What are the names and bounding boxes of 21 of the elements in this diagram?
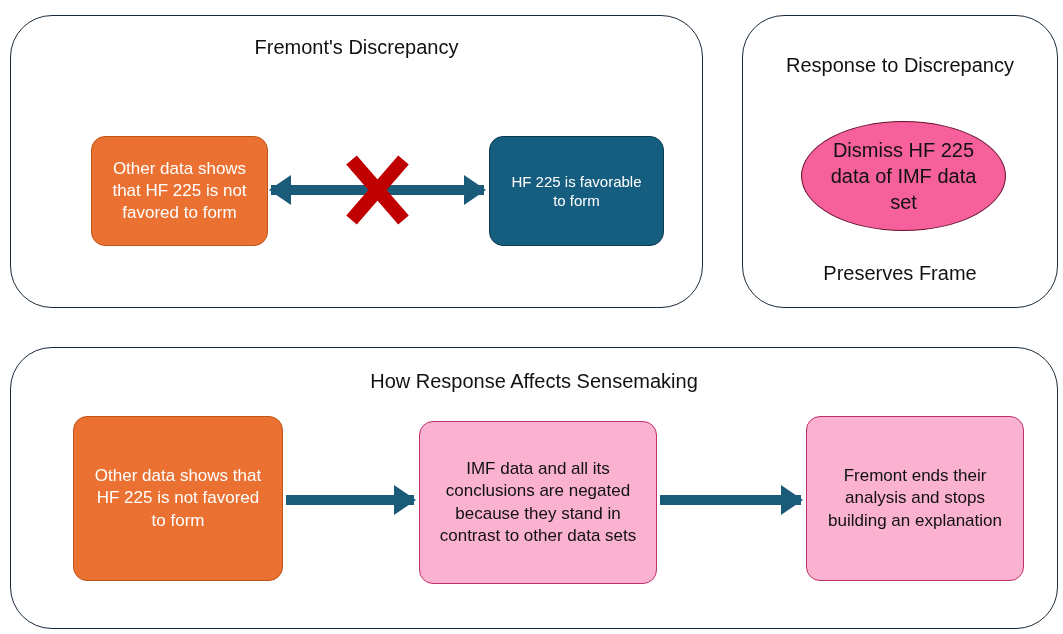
block-arrow (286, 485, 416, 515)
rounded-panel (10, 15, 703, 308)
panel-title: Fremont's Discrepancy (253, 36, 460, 59)
node-text: IMF data and all its conclusions are negated because they stand in contrast to other data sets (438, 458, 638, 547)
node-text: Other data shows that HF 225 is not favored to form (93, 465, 263, 532)
rounded-panel (10, 347, 1058, 629)
node-text: Dismiss HF 225 data of IMF data set (829, 138, 978, 215)
process-box (91, 136, 268, 246)
node-text: Fremont ends their analysis and stops building an explanation (827, 465, 1003, 532)
panel-footnote: Preserves Frame (822, 262, 978, 285)
panel-title: How Response Affects Sensemaking (369, 370, 699, 393)
node-text: HF 225 is favorable to form (510, 171, 643, 211)
process-box (489, 136, 664, 246)
process-box (806, 416, 1024, 581)
panel-title: Response to Discrepancy (785, 54, 1015, 77)
block-arrow (269, 175, 486, 205)
process-box (419, 421, 657, 584)
process-box (73, 416, 283, 581)
rounded-panel (742, 15, 1058, 308)
block-arrow (660, 485, 803, 515)
node-text: Other data shows that HF 225 is not favored to form (111, 157, 248, 225)
